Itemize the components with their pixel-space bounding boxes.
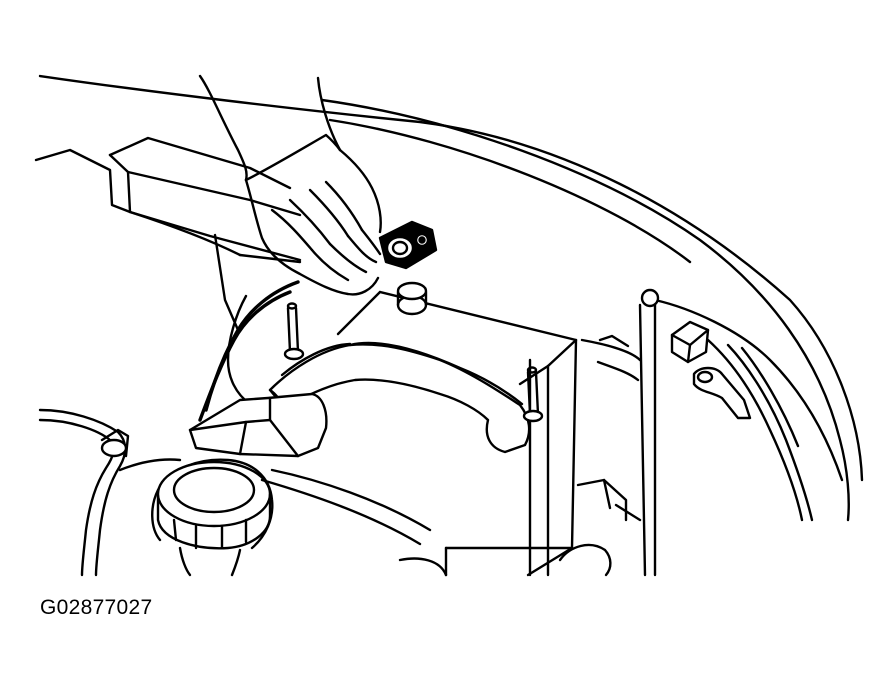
hose bbox=[38, 408, 130, 577]
radiator-support bbox=[34, 136, 302, 332]
battery-terminal-clamp bbox=[378, 220, 438, 270]
gloved-hand bbox=[198, 74, 382, 296]
fender-bracket bbox=[670, 320, 752, 420]
lower-components bbox=[118, 334, 642, 577]
reservoir-cap bbox=[151, 458, 274, 577]
hold-down-bracket bbox=[268, 341, 531, 454]
terminal-cover bbox=[188, 392, 328, 458]
battery-cable bbox=[198, 280, 300, 422]
battery bbox=[336, 281, 578, 577]
hold-down-bolts bbox=[283, 302, 544, 423]
fender-panel bbox=[638, 288, 844, 577]
figure-id-label: G02877027 bbox=[40, 596, 153, 619]
